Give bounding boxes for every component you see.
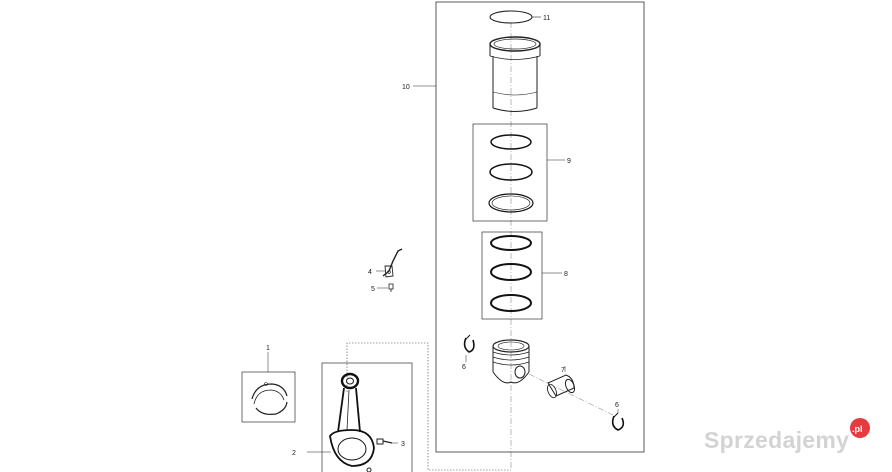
snap-ring-left [463,334,475,362]
watermark-badge-text: .pl [852,424,863,434]
callout-10: 10 [402,84,410,91]
piston-ring-set-lower [481,231,543,320]
callout-6-right: 6 [615,402,619,409]
callout-8: 8 [564,271,568,278]
callout-6-left: 6 [462,364,466,371]
snap-ring-right [611,409,625,431]
callout-2: 2 [292,450,296,457]
callout-9: 9 [567,158,571,165]
callout-5: 5 [371,286,375,293]
nozzle-bolt-part [377,283,394,292]
assembly-path-dotted [346,342,511,471]
connecting-rod-part [307,362,413,472]
callout-4: 4 [368,269,372,276]
cylinder-liner-part [489,36,541,112]
piston-pin-part [528,366,614,416]
rod-bolt-part [376,438,398,445]
watermark-text: Sprzedajemy [704,427,849,453]
watermark: Sprzedajemy .pl [704,418,870,453]
callout-7: 7 [561,367,565,374]
watermark-badge [850,418,870,438]
bearing-shell-part [241,352,296,423]
cooling-nozzle-part [376,248,403,278]
assembly-frame [435,1,645,453]
callout-1: 1 [266,345,270,352]
o-ring-part [489,10,541,24]
callout-3: 3 [401,441,405,448]
piston-ring-set-upper [472,123,548,222]
piston-part [492,339,530,384]
callout-11: 11 [543,15,550,22]
